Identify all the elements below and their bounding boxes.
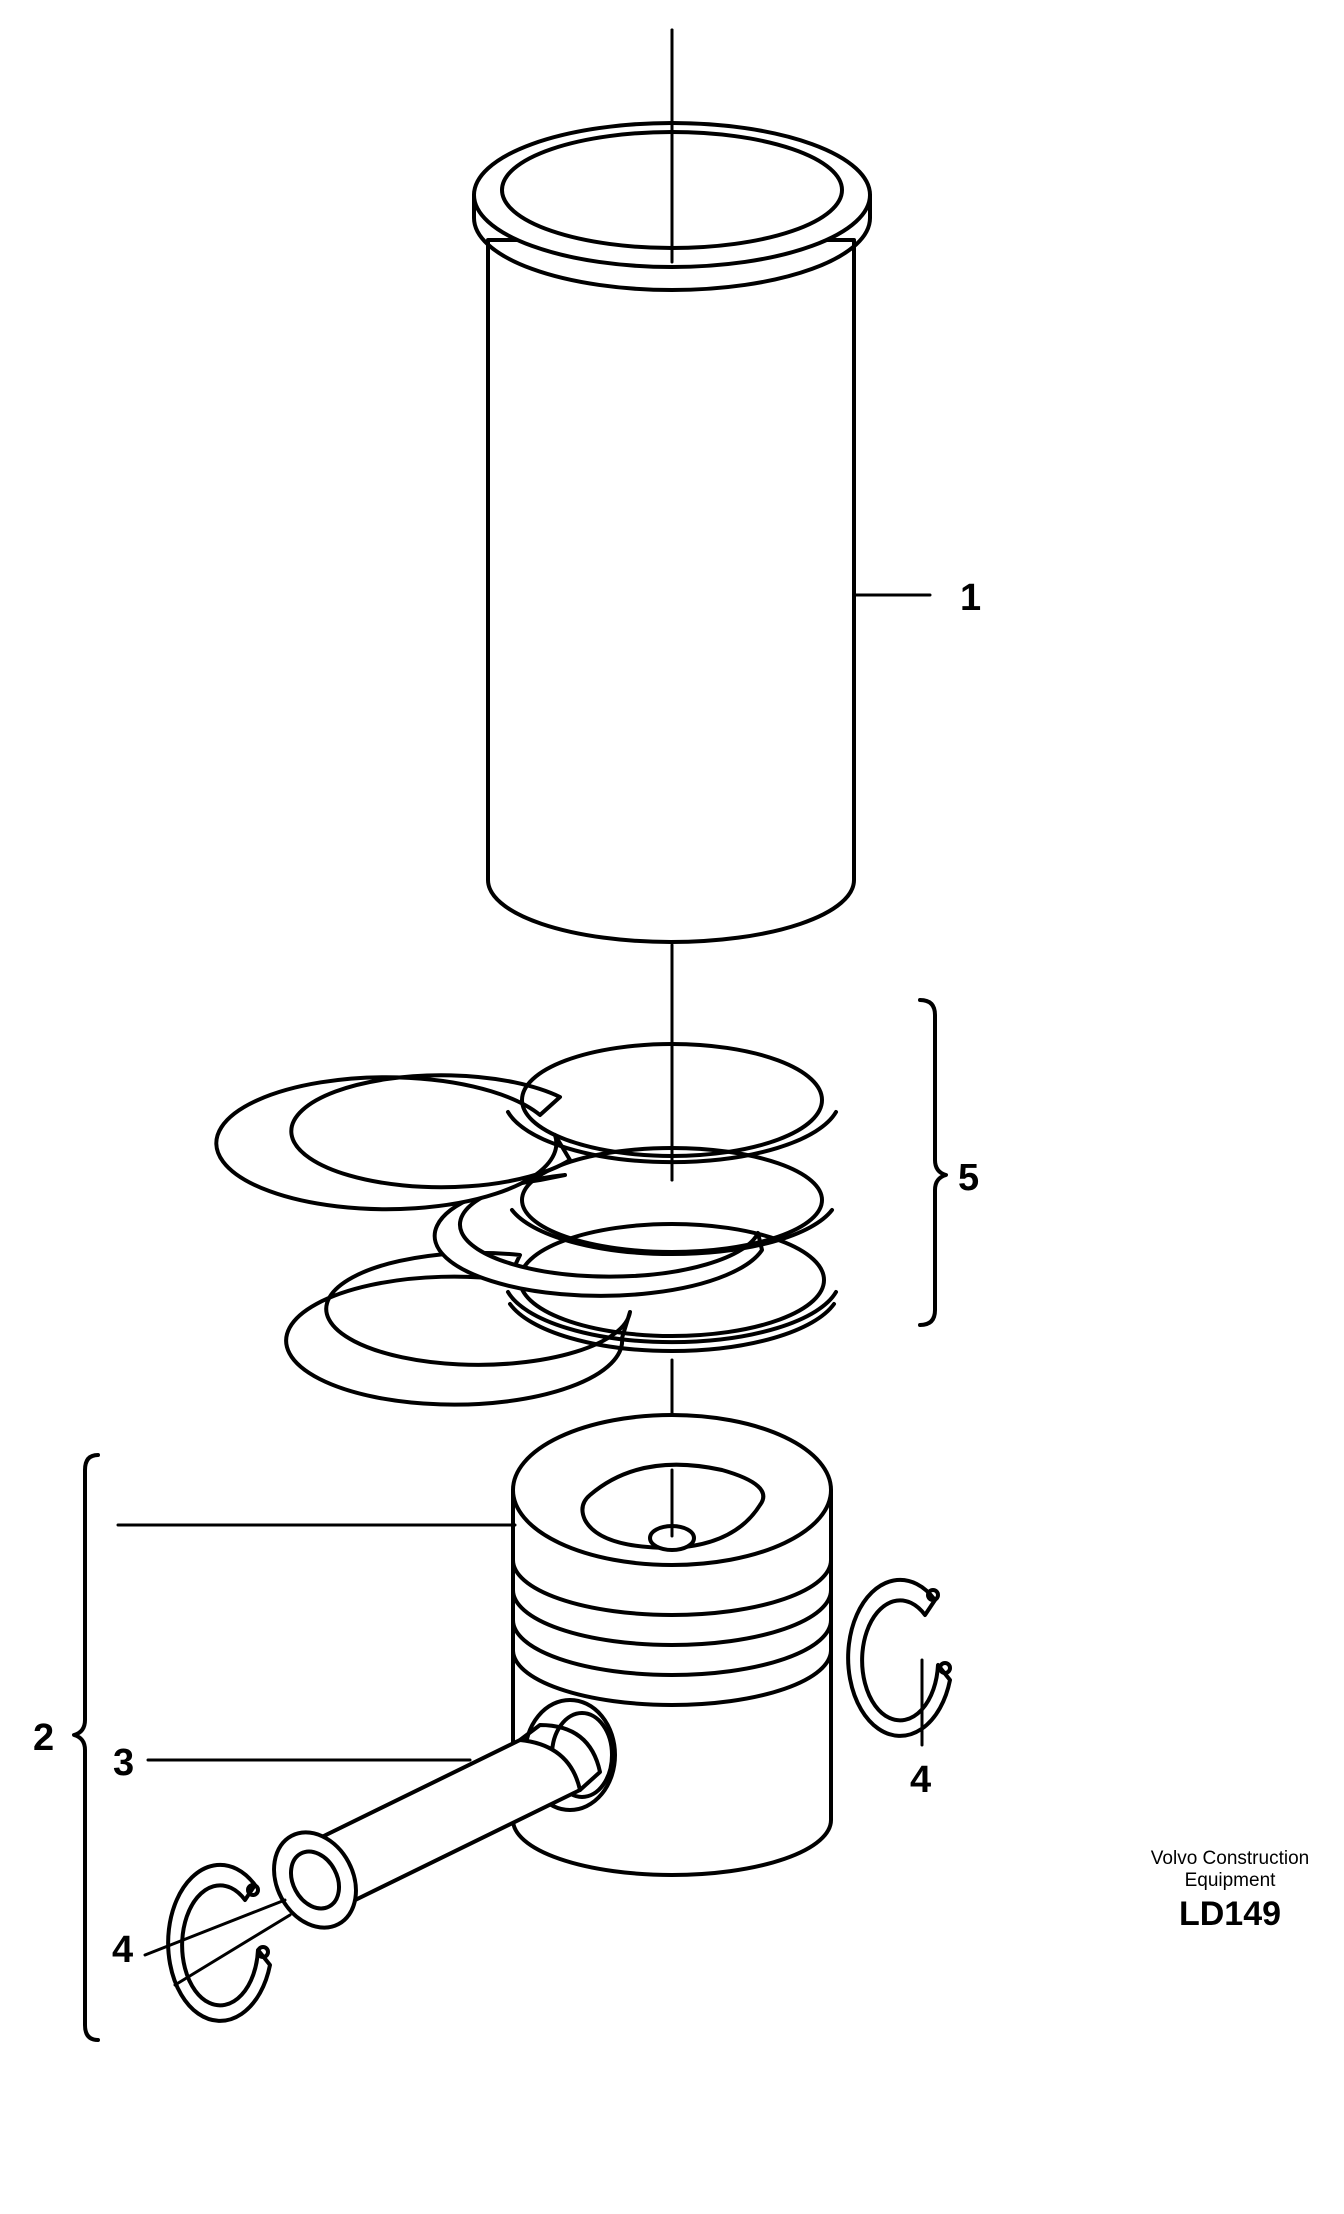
callout-4-left: 4 <box>112 1929 133 1971</box>
callout-5: 5 <box>958 1157 979 1199</box>
circlip-right <box>846 1577 952 1738</box>
cylinder-liner <box>472 28 872 944</box>
drawing-code: LD149 <box>1178 1895 1282 1933</box>
company-line-2: Equipment <box>1184 1870 1276 1891</box>
gudgeon-pin <box>272 1723 602 1930</box>
callout-1: 1 <box>960 577 981 619</box>
callout-4-right: 4 <box>910 1759 931 1801</box>
piston-ring-set <box>214 1028 838 1407</box>
piston-assembly-bracket <box>72 1453 100 2042</box>
ring-set-bracket <box>918 998 948 1327</box>
company-line-1: Volvo Construction <box>1150 1848 1310 1869</box>
circlip-left <box>166 1862 272 2023</box>
circlip-left-leader-line <box>143 1898 287 1957</box>
manufacturer-credit: Volvo Construction Equipment <box>1110 1848 1344 1892</box>
circlip-left-leader-line-2 <box>173 1913 292 1987</box>
callout-2: 2 <box>33 1717 54 1759</box>
piston <box>511 1413 833 1877</box>
callout-3: 3 <box>113 1742 134 1784</box>
